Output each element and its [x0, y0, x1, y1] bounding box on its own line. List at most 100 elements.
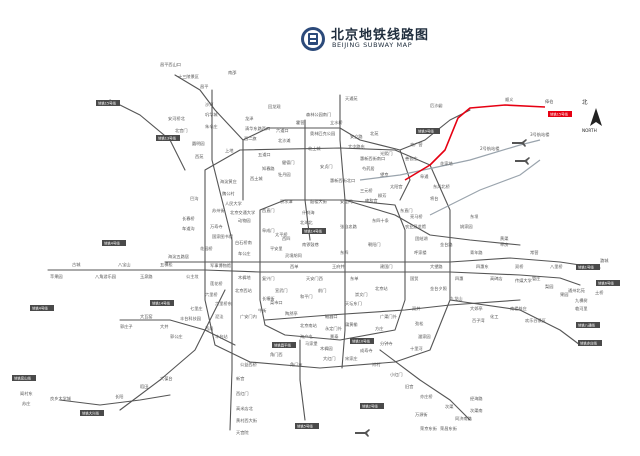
station-label: 泥洼	[215, 313, 223, 320]
station-label: 九棵树	[575, 297, 588, 304]
svg-text:地铁昌平线: 地铁昌平线	[274, 343, 292, 348]
station-label: 王府井	[332, 263, 345, 270]
station-label: 长椿街	[262, 295, 275, 302]
station-label: 积水潭	[280, 198, 293, 205]
station-label: 崇文门	[355, 291, 368, 298]
station-label: 和平门	[300, 293, 313, 300]
station-label: 建国门	[380, 263, 393, 270]
station-label: 海淀黄庄	[220, 178, 237, 185]
station-label: 西苑	[195, 153, 204, 160]
line-1	[47, 269, 581, 286]
station-label: 传媒大学	[515, 277, 532, 284]
station-label: 宣武门	[275, 287, 288, 294]
station-label: 亦庄桥	[420, 393, 433, 400]
station-label: 潘家园	[418, 333, 431, 340]
station-label: 六里桥东	[215, 300, 232, 307]
line-2	[259, 199, 406, 341]
station-label: 同济南路	[455, 415, 473, 422]
station-label: 柳芳	[378, 192, 386, 199]
station-label: 芍药居	[362, 165, 375, 172]
svg-text:地铁4号线: 地铁4号线	[104, 241, 120, 246]
station-label: 阜成门	[262, 227, 275, 234]
line-5	[339, 94, 346, 369]
tag-l5: 地铁5号线	[295, 423, 319, 429]
north-label-en: NORTH	[582, 128, 597, 133]
station-label: 来广营	[410, 141, 423, 148]
line-16	[109, 99, 186, 171]
station-label: 北京西站	[235, 287, 252, 294]
station-label: 2号航站楼	[480, 145, 499, 152]
station-label: 经海路	[470, 395, 483, 402]
station-label: 方庄	[375, 325, 383, 332]
station-label: 大葆台	[160, 375, 173, 382]
station-label: 北海北	[300, 219, 313, 226]
svg-text:地铁4号线: 地铁4号线	[32, 306, 48, 311]
station-label: 军事博物馆	[210, 262, 231, 269]
station-label: 新宫	[236, 375, 244, 382]
station-label: 巩华城	[205, 111, 218, 118]
station-label: 稻田	[140, 383, 148, 390]
north-label: 北	[582, 98, 588, 106]
line-8s	[299, 339, 306, 421]
station-label: 知春路	[262, 165, 275, 172]
tag-l13: 地铁13号线	[156, 135, 180, 141]
station-label: 灵境胡同	[285, 252, 302, 259]
station-label: 木樨园	[320, 345, 333, 352]
station-label: 雍和宫	[365, 197, 378, 204]
station-label: 东单	[350, 275, 358, 282]
tag-yz: 地铁亦庄线	[578, 340, 602, 346]
station-label: 什刹海	[302, 209, 315, 216]
station-label: 牛街	[258, 307, 266, 314]
tag-l6: 地铁6号线	[596, 280, 620, 286]
station-label: 团结湖	[415, 235, 428, 242]
station-label: 惠新西街南口	[360, 155, 385, 162]
airplane-icon	[355, 429, 370, 437]
station-label: 车公庄	[238, 250, 251, 257]
station-label: 次渠	[445, 403, 454, 410]
station-label: 天通苑	[345, 95, 358, 102]
station-label: 万寿寺	[210, 223, 223, 230]
map-subtitle: BEIJING SUBWAY MAP	[332, 41, 413, 49]
station-label: 四惠	[455, 275, 463, 281]
station-label: 健德门	[282, 159, 295, 166]
station-label: 高米店北	[236, 405, 254, 412]
station-label: 车道沟	[182, 225, 195, 232]
station-label: 分钟寺	[380, 340, 393, 347]
station-label: 安立路	[350, 133, 363, 140]
subway-logo-icon	[301, 27, 325, 51]
station-label: 呼家楼	[414, 249, 427, 256]
station-label: 郭公庄	[170, 333, 183, 340]
station-label: 天宫院	[236, 429, 249, 436]
station-label: 劲松	[415, 320, 423, 327]
station-label: 良乡大学城	[50, 395, 72, 402]
station-label: 九龙山	[450, 295, 463, 302]
station-label: 安贞门	[320, 163, 333, 170]
station-label: 双桥	[515, 263, 524, 270]
station-label: 昌平西山口	[160, 61, 181, 68]
station-label: 永定门外	[325, 325, 343, 332]
station-label: 北苑	[370, 130, 379, 137]
station-label: 百子湾	[472, 317, 485, 324]
station-label: 西红门	[236, 390, 249, 397]
station-label: 黄渠	[500, 235, 509, 242]
station-label: 角门西	[270, 351, 283, 358]
station-label: 3号航站楼	[530, 131, 549, 138]
station-label: 北沙滩	[278, 137, 291, 144]
line-fangshan	[59, 394, 171, 406]
station-label: 上地	[225, 147, 234, 153]
station-label: 四惠东	[476, 263, 489, 269]
station-label: 郭庄子	[120, 323, 133, 330]
station-label: 前门	[318, 287, 326, 294]
station-label: 青年路	[470, 249, 483, 256]
station-label: 临河里	[575, 305, 588, 312]
tag-l4a: 地铁4号线	[102, 240, 126, 246]
station-label: 魏公村	[222, 190, 235, 197]
svg-text:地铁14号线: 地铁14号线	[152, 301, 170, 306]
station-label: 巴沟	[190, 195, 198, 202]
station-label: 通州北苑	[568, 287, 586, 294]
station-label: 公主坟	[186, 273, 199, 280]
station-label: 古城	[72, 261, 81, 268]
station-label: 鼓楼大街	[310, 198, 327, 205]
station-label: 后沙峪	[430, 102, 443, 109]
